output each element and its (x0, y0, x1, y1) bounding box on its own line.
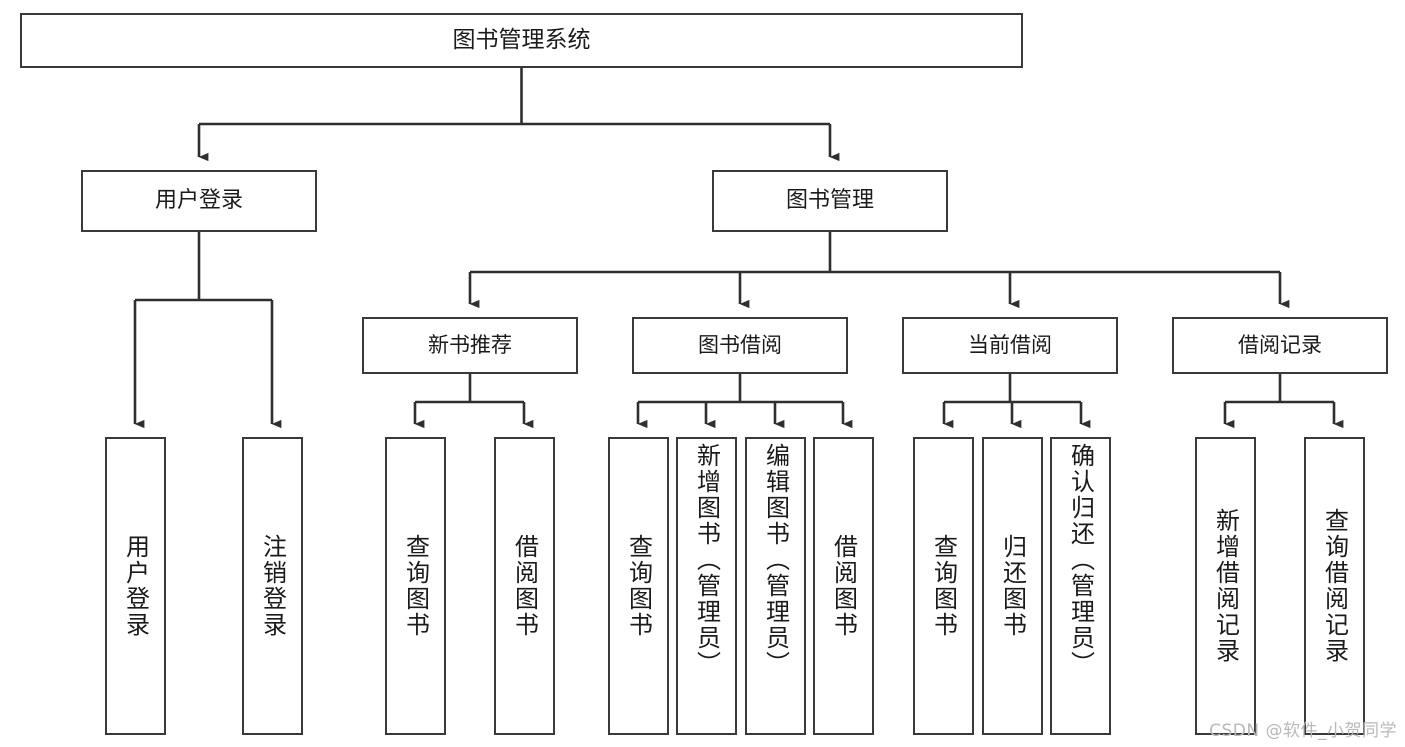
node-leaf-query-book-3-label: 查询图书 (929, 534, 958, 638)
node-leaf-return-book[interactable]: 归还图书 (982, 437, 1043, 735)
node-leaf-logout-login-label: 注销登录 (258, 534, 287, 638)
node-book-management-label: 图书管理 (785, 188, 874, 214)
node-current-borrow[interactable]: 当前借阅 (902, 317, 1118, 374)
node-leaf-add-book[interactable]: 新增图书（管理员） (676, 437, 737, 735)
node-leaf-borrow-book-2-label: 借阅图书 (829, 534, 858, 638)
node-leaf-logout-login[interactable]: 注销登录 (242, 437, 303, 735)
node-leaf-add-record-label: 新增借阅记录 (1211, 508, 1240, 664)
node-leaf-query-record-label: 查询借阅记录 (1320, 508, 1349, 664)
node-leaf-confirm-return[interactable]: 确认归还（管理员） (1050, 437, 1111, 735)
node-leaf-add-record[interactable]: 新增借阅记录 (1195, 437, 1256, 735)
node-leaf-edit-book-label: 编辑图书（管理员） (761, 443, 790, 677)
node-leaf-query-book-1[interactable]: 查询图书 (385, 437, 446, 735)
node-book-management[interactable]: 图书管理 (712, 170, 948, 232)
node-current-borrow-label: 当前借阅 (968, 333, 1052, 358)
node-leaf-query-record[interactable]: 查询借阅记录 (1304, 437, 1365, 735)
node-leaf-user-login[interactable]: 用户登录 (105, 437, 166, 735)
node-leaf-user-login-label: 用户登录 (121, 534, 150, 638)
node-root-book-management-system[interactable]: 图书管理系统 (20, 13, 1023, 68)
node-leaf-query-book-3[interactable]: 查询图书 (913, 437, 974, 735)
node-new-book-recommend-label: 新书推荐 (428, 333, 512, 358)
node-leaf-return-book-label: 归还图书 (998, 534, 1027, 638)
node-leaf-add-book-label: 新增图书（管理员） (692, 443, 721, 677)
node-leaf-borrow-book-1[interactable]: 借阅图书 (494, 437, 555, 735)
node-borrow-record-label: 借阅记录 (1238, 333, 1322, 358)
node-leaf-confirm-return-label: 确认归还（管理员） (1066, 443, 1095, 677)
node-user-login-label: 用户登录 (154, 188, 243, 214)
node-book-borrow[interactable]: 图书借阅 (632, 317, 848, 374)
csdn-watermark: CSDN @软件_小贺同学 (1209, 721, 1397, 741)
node-user-login[interactable]: 用户登录 (81, 170, 317, 232)
node-borrow-record[interactable]: 借阅记录 (1172, 317, 1388, 374)
node-leaf-query-book-2[interactable]: 查询图书 (608, 437, 669, 735)
node-root-label: 图书管理系统 (452, 26, 591, 53)
node-leaf-borrow-book-1-label: 借阅图书 (510, 534, 539, 638)
node-leaf-query-book-2-label: 查询图书 (624, 534, 653, 638)
node-leaf-borrow-book-2[interactable]: 借阅图书 (813, 437, 874, 735)
node-book-borrow-label: 图书借阅 (698, 333, 782, 358)
node-leaf-edit-book[interactable]: 编辑图书（管理员） (745, 437, 806, 735)
node-leaf-query-book-1-label: 查询图书 (401, 534, 430, 638)
node-new-book-recommend[interactable]: 新书推荐 (362, 317, 578, 374)
